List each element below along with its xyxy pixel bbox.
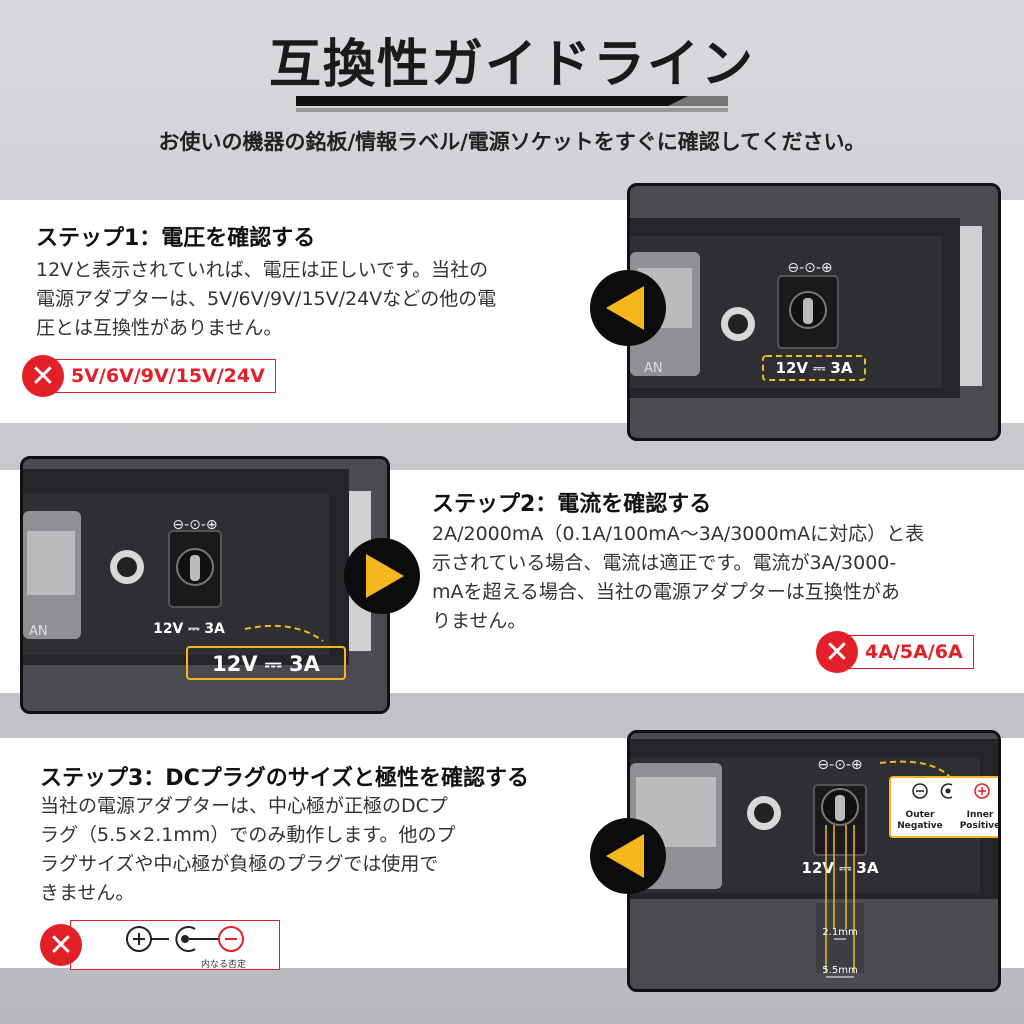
step1-heading: ステップ1：電圧を確認する	[36, 226, 316, 251]
reverse-polarity-box: 内なる否定	[70, 920, 280, 970]
device-image: 12V ⎓ 3A ⊖-⊙-⊕ AN	[630, 186, 998, 438]
close-icon: ✕	[816, 631, 858, 673]
step2-incompatible-label: 4A/5A/6A	[846, 635, 974, 669]
page-subtitle: お使いの機器の銘板/情報ラベル/電源ソケットをすぐに確認してください。	[158, 130, 866, 154]
step3-rating: 12V ⎓ 3A	[802, 859, 879, 877]
step3-incompatible-badge: ✕ 内なる否定	[40, 920, 280, 972]
step1-photo: 12V ⎓ 3A ⊖-⊙-⊕ AN	[627, 183, 1001, 441]
arrow-left-icon	[590, 818, 666, 894]
step2-photo: ⊖-⊙-⊕ 12V ⎓ 3A 12V ⎓ 3A AN	[20, 456, 390, 714]
step2-body: 2A/2000mA（0.1A/100mA～3A/3000mAに対応）と表 示され…	[432, 520, 1024, 636]
close-icon: ✕	[22, 355, 64, 397]
step2-line: 2A/2000mA（0.1A/100mA～3A/3000mAに対応）と表	[432, 523, 925, 545]
step3-line: ラグサイズや中心極が負極のプラグでは使用で	[40, 853, 439, 875]
step1-line: 12Vと表示されていれば、電圧は正しいです。当社の	[36, 259, 489, 281]
inner-label-2: Positive	[960, 821, 998, 831]
step3-line: 当社の電源アダプターは、中心極が正極のDCプ	[40, 795, 448, 817]
step3-line: きません。	[40, 882, 135, 904]
inner-label-1: Inner	[967, 810, 994, 820]
page-title: 互換性ガイドライン	[268, 35, 755, 95]
device-image: ⊖-⊙-⊕ 12V ⎓ 3A AN Outer Negative Inner P…	[630, 733, 998, 989]
step3-body: 当社の電源アダプターは、中心極が正極のDCプ ラグ（5.5×2.1mm）でのみ動…	[40, 792, 580, 908]
step2-incompatible-badge: ✕ 4A/5A/6A	[816, 631, 974, 673]
polarity-symbol: ⊖-⊙-⊕	[172, 517, 217, 533]
step3-line: ラグ（5.5×2.1mm）でのみ動作します。他のプ	[40, 824, 456, 846]
reverse-polarity-caption: 内なる否定	[201, 960, 247, 970]
step1-incompatible-label: 5V/6V/9V/15V/24V	[52, 359, 276, 393]
title-underline	[296, 96, 728, 112]
step3-heading: ステップ3：DCプラグのサイズと極性を確認する	[40, 766, 530, 791]
step2-heading: ステップ2：電流を確認する	[432, 492, 712, 517]
step2-line: 示されている場合、電流は適正です。電流が3A/3000-	[432, 552, 897, 574]
arrow-right-icon	[344, 538, 420, 614]
outer-diameter: 5.5mm	[822, 965, 857, 976]
outer-label-2: Negative	[897, 821, 943, 831]
arrow-left-icon	[590, 270, 666, 346]
step2-rating-small: 12V ⎓ 3A	[153, 621, 225, 637]
step1-incompatible-badge: ✕ 5V/6V/9V/15V/24V	[22, 355, 276, 397]
outer-label-1: Outer	[906, 810, 935, 820]
polarity-symbol: ⊖-⊙-⊕	[787, 260, 832, 276]
polarity-symbol: ⊖-⊙-⊕	[817, 757, 862, 773]
step3-photo: ⊖-⊙-⊕ 12V ⎓ 3A AN Outer Negative Inner P…	[627, 730, 1001, 992]
step1-line: 圧とは互換性がありません。	[36, 317, 283, 339]
step2-line: りません。	[432, 610, 527, 632]
close-icon: ✕	[40, 924, 82, 966]
step2-line: mAを超える場合、当社の電源アダプターは互換性があ	[432, 581, 900, 603]
step1-line: 電源アダプターは、5V/6V/9V/15V/24Vなどの他の電	[36, 288, 497, 310]
step1-rating: 12V ⎓ 3A	[776, 359, 853, 377]
port-label: AN	[29, 624, 48, 639]
inner-diameter: 2.1mm	[822, 927, 857, 938]
port-label: AN	[644, 361, 663, 376]
device-image: ⊖-⊙-⊕ 12V ⎓ 3A 12V ⎓ 3A AN	[23, 459, 387, 711]
reverse-polarity-symbol	[126, 926, 244, 952]
step1-body: 12Vと表示されていれば、電圧は正しいです。当社の 電源アダプターは、5V/6V…	[36, 256, 596, 343]
step2-rating-large: 12V ⎓ 3A	[212, 652, 320, 676]
